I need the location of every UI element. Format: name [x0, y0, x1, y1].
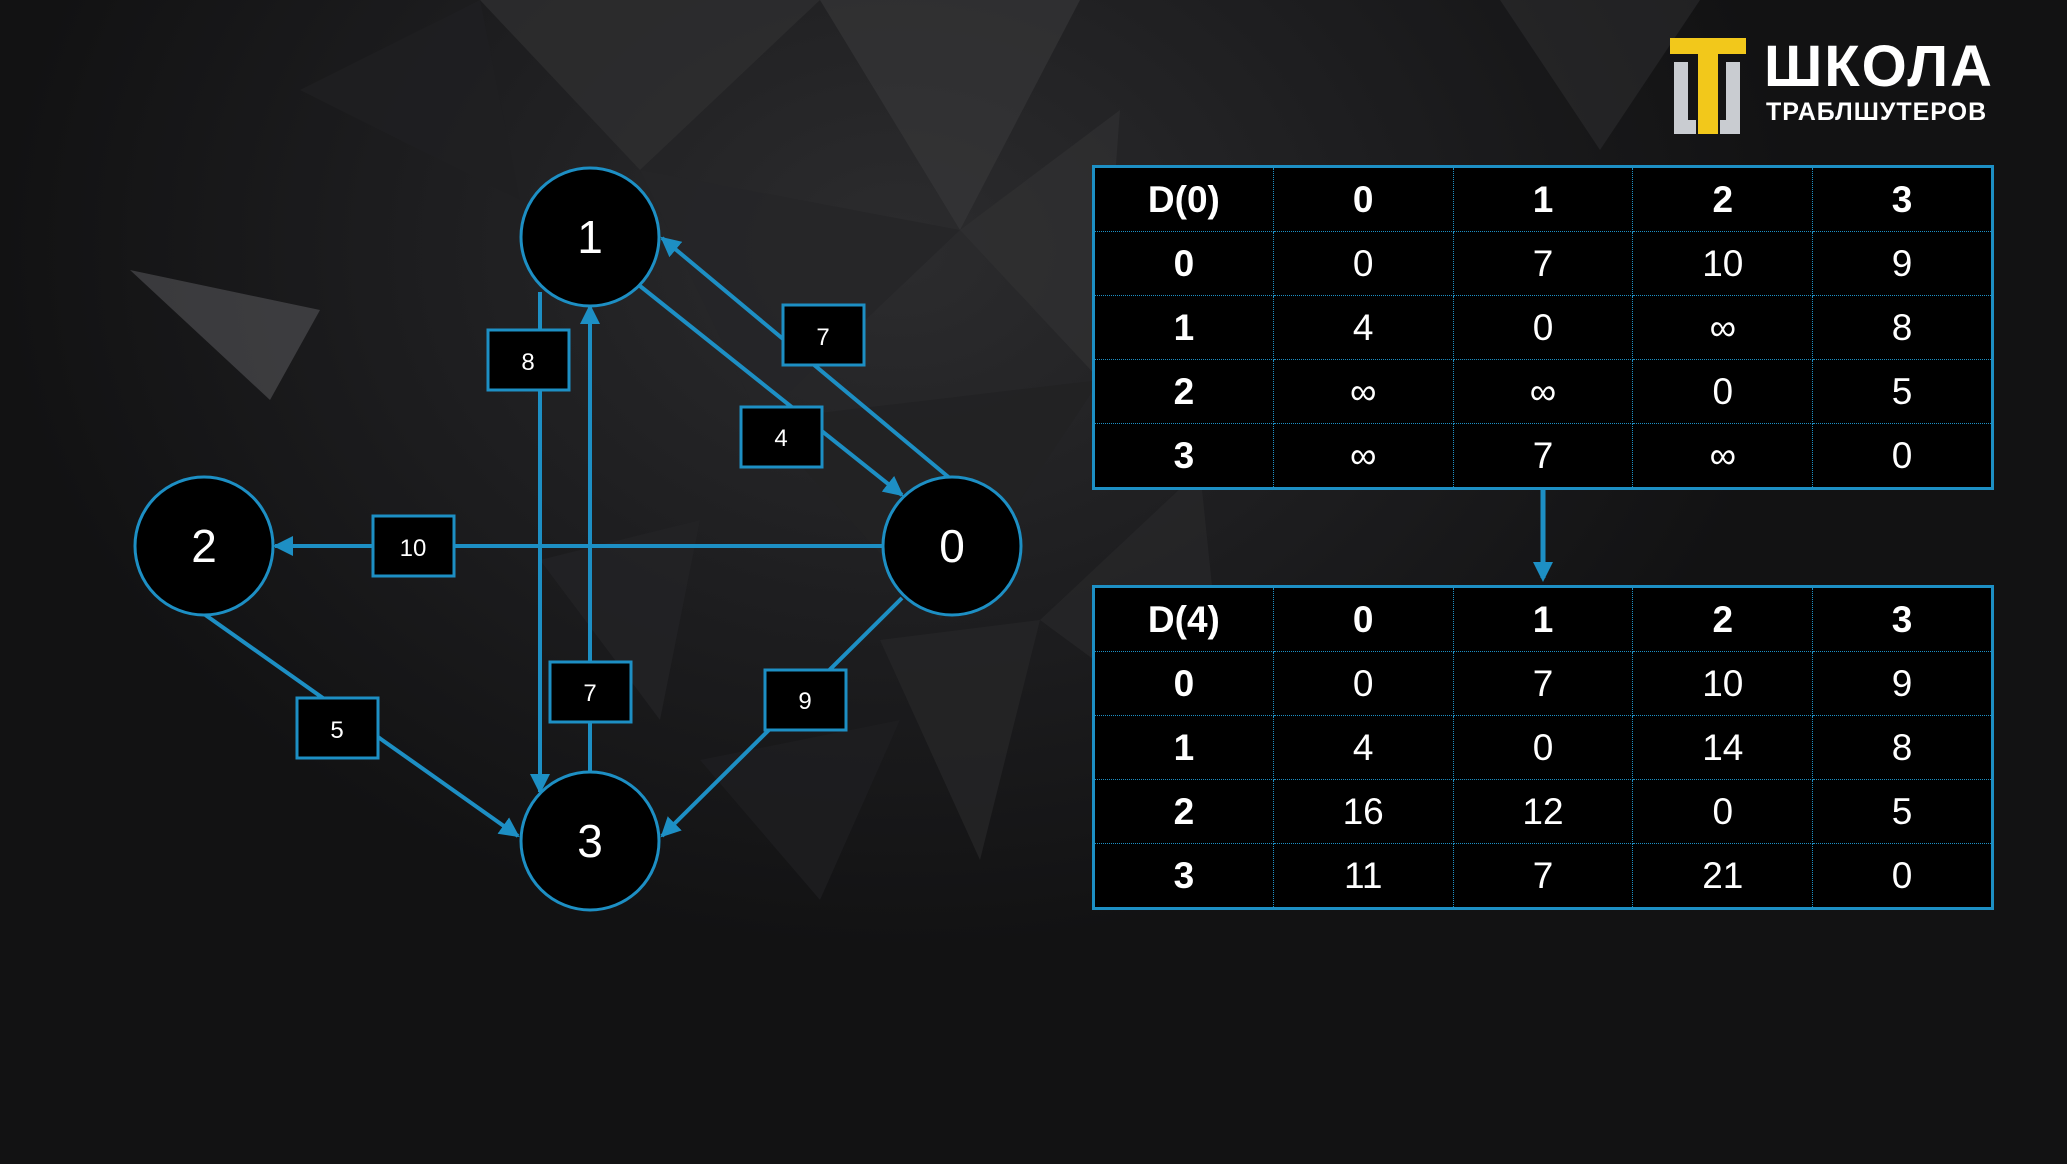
matrix-cell: 0 — [1812, 843, 1993, 909]
matrix-cell: ∞ — [1272, 423, 1454, 489]
row-header: 3 — [1093, 423, 1274, 489]
row-header: 1 — [1093, 715, 1274, 780]
logo-title: ШКОЛА — [1764, 34, 1994, 99]
node-0: 0 — [881, 475, 1023, 617]
weight-label-0-2: 10 — [371, 514, 456, 578]
column-header: 3 — [1812, 166, 1993, 232]
matrix-cell: 21 — [1632, 843, 1814, 909]
matrix-cell: 0 — [1272, 651, 1454, 716]
node-label: 1 — [577, 211, 603, 263]
matrix-cell: 0 — [1452, 295, 1634, 360]
weight-value: 9 — [798, 688, 811, 715]
matrix-row: 1 4 0 14 8 — [1093, 715, 1993, 780]
matrix-cell: 8 — [1812, 295, 1993, 360]
weight-value: 7 — [583, 680, 596, 707]
weight-value: 10 — [400, 535, 427, 562]
weight-label-0-3: 9 — [763, 668, 848, 732]
weight-label-1-3: 8 — [486, 328, 571, 392]
node-label: 2 — [191, 520, 217, 572]
matrix-cell: 4 — [1272, 715, 1454, 780]
matrix-cell: 0 — [1272, 231, 1454, 296]
row-header: 3 — [1093, 843, 1274, 909]
matrix-cell: 0 — [1812, 423, 1993, 489]
matrix-cell: 12 — [1452, 779, 1634, 844]
matrix-cell: 16 — [1272, 779, 1454, 844]
weight-label-1-0: 4 — [739, 405, 824, 469]
row-header: 0 — [1093, 651, 1274, 716]
column-header: 2 — [1632, 586, 1814, 652]
row-header: 1 — [1093, 295, 1274, 360]
matrix-cell: 14 — [1632, 715, 1814, 780]
matrix-d0: D(0) 0 1 2 3 0 0 7 10 9 1 4 0 ∞ 8 2 ∞ ∞ … — [1092, 165, 1994, 490]
matrix-cell: 0 — [1632, 779, 1814, 844]
row-header: 0 — [1093, 231, 1274, 296]
matrix-cell: 9 — [1812, 651, 1993, 716]
column-header: 1 — [1452, 586, 1634, 652]
matrix-row: 0 0 7 10 9 — [1093, 231, 1993, 296]
matrix-cell: 0 — [1452, 715, 1634, 780]
column-header: 3 — [1812, 586, 1993, 652]
column-header: 2 — [1632, 166, 1814, 232]
weight-label-0-1: 7 — [781, 303, 866, 367]
column-header: 1 — [1452, 166, 1634, 232]
matrix-cell: 7 — [1452, 843, 1634, 909]
row-header: 2 — [1093, 359, 1274, 424]
node-3: 3 — [519, 770, 661, 912]
weight-label-3-1: 7 — [548, 660, 633, 724]
matrix-row: 2 16 12 0 5 — [1093, 779, 1993, 844]
brand-logo: ШКОЛА ТРАБЛШУТЕРОВ — [1670, 36, 2010, 140]
matrix-d4: D(4) 0 1 2 3 0 0 7 10 9 1 4 0 14 8 2 16 … — [1092, 585, 1994, 910]
matrix-header-row: D(0) 0 1 2 3 — [1093, 166, 1993, 232]
weight-value: 5 — [330, 717, 343, 744]
matrix-cell: 10 — [1632, 651, 1814, 716]
matrix-cell: ∞ — [1272, 359, 1454, 424]
matrix-header-row: D(4) 0 1 2 3 — [1093, 586, 1993, 652]
matrix-row: 3 ∞ 7 ∞ 0 — [1093, 423, 1993, 489]
matrix-cell: ∞ — [1452, 359, 1634, 424]
matrix-cell: 7 — [1452, 651, 1634, 716]
column-header: 0 — [1272, 586, 1454, 652]
matrix-cell: ∞ — [1632, 295, 1814, 360]
node-label: 3 — [577, 815, 603, 867]
edge-1-to-0 — [638, 284, 904, 497]
matrix-cell: 5 — [1812, 359, 1993, 424]
matrix-cell: 4 — [1272, 295, 1454, 360]
matrix-cell: 0 — [1632, 359, 1814, 424]
matrix-cell: 7 — [1452, 231, 1634, 296]
weight-value: 4 — [774, 425, 787, 452]
weight-value: 8 — [521, 349, 534, 376]
node-2: 2 — [133, 475, 275, 617]
node-label: 0 — [939, 520, 965, 572]
node-1: 1 — [519, 166, 661, 308]
matrix-cell: 5 — [1812, 779, 1993, 844]
matrix-cell: 9 — [1812, 231, 1993, 296]
matrix-row: 2 ∞ ∞ 0 5 — [1093, 359, 1993, 424]
logo-mark-icon — [1670, 38, 1746, 134]
logo-subtitle: ТРАБЛШУТЕРОВ — [1766, 98, 1988, 126]
matrix-title: D(4) — [1093, 586, 1274, 652]
matrix-cell: ∞ — [1632, 423, 1814, 489]
matrix-cell: 8 — [1812, 715, 1993, 780]
weight-value: 7 — [816, 324, 829, 351]
matrix-cell: 11 — [1272, 843, 1454, 909]
matrix-row: 1 4 0 ∞ 8 — [1093, 295, 1993, 360]
matrix-cell: 7 — [1452, 423, 1634, 489]
matrix-title: D(0) — [1093, 166, 1274, 232]
matrix-row: 0 0 7 10 9 — [1093, 651, 1993, 716]
weight-label-2-3: 5 — [295, 696, 380, 760]
matrix-row: 3 11 7 21 0 — [1093, 843, 1993, 909]
graph-diagram: 7 4 10 8 7 9 5 1 — [133, 166, 1023, 912]
matrix-cell: 10 — [1632, 231, 1814, 296]
column-header: 0 — [1272, 166, 1454, 232]
down-arrow-icon — [1533, 482, 1553, 582]
row-header: 2 — [1093, 779, 1274, 844]
